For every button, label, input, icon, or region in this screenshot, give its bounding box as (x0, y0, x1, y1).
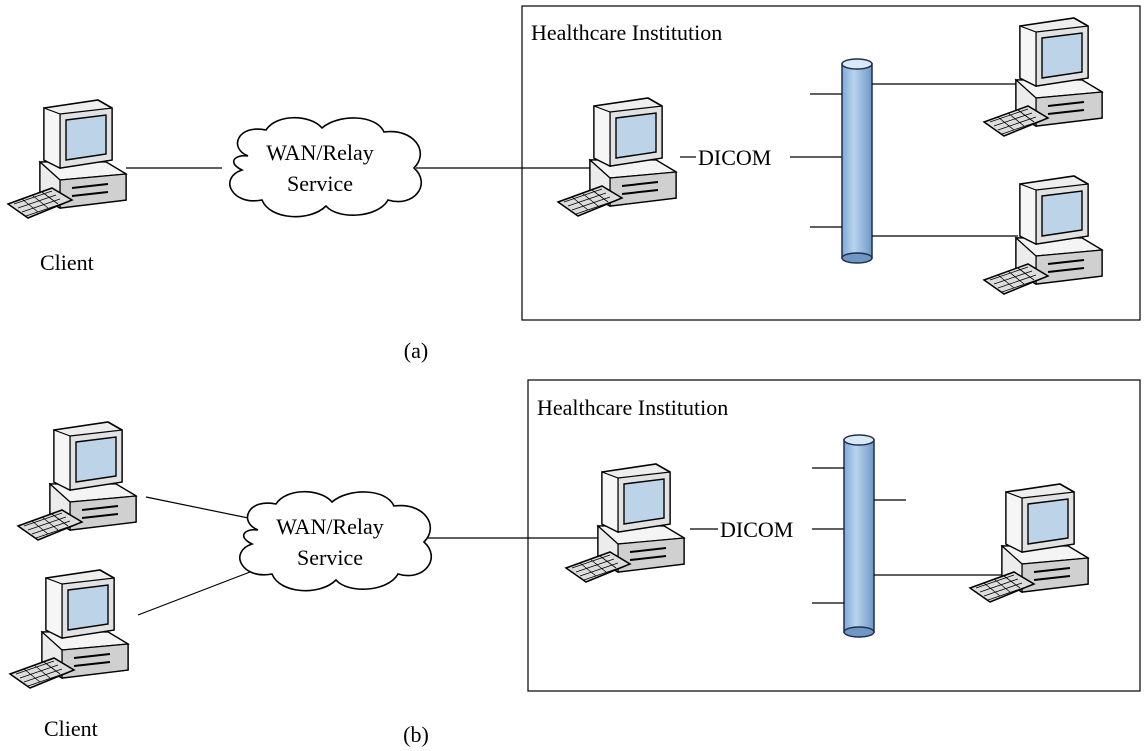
client-label-b: Client (44, 716, 98, 741)
cloud-label-line1-a: WAN/Relay (266, 140, 374, 165)
panel-b: Healthcare Institution Client WAN/Relay … (9, 379, 1141, 747)
cloud-label-line1-b: WAN/Relay (276, 514, 384, 539)
caption-b: (b) (403, 722, 429, 747)
wan-relay-cloud-icon-b (239, 490, 433, 592)
institution-box-b (527, 379, 1141, 692)
gateway-computer-icon-b (565, 463, 685, 583)
client-label-a: Client (40, 250, 94, 275)
caption-a: (a) (404, 338, 428, 363)
workstation-computer-icon-a-2 (983, 175, 1103, 295)
workstation-computer-icon-a-1 (983, 17, 1103, 137)
wan-relay-cloud-icon-a (229, 116, 423, 218)
cloud-label-line2-b: Service (297, 545, 363, 570)
network-backbone-icon-a (841, 58, 873, 264)
link-client2-cloud-b (137, 571, 251, 616)
workstation-computer-icon-b (969, 483, 1089, 603)
dicom-label-b: DICOM (720, 517, 793, 542)
link-client1-cloud-b (145, 496, 259, 521)
institution-label-a: Healthcare Institution (531, 20, 722, 45)
panel-a: Healthcare Institution Client WAN/Relay … (7, 5, 1141, 363)
dicom-label-a: DICOM (698, 145, 771, 170)
client-computer-icon-b-2 (9, 569, 129, 689)
client-computer-icon-a (7, 99, 127, 219)
cloud-label-line2-a: Service (287, 171, 353, 196)
institution-label-b: Healthcare Institution (537, 395, 728, 420)
network-backbone-icon-b (843, 434, 875, 638)
institution-box-a (521, 5, 1141, 321)
gateway-computer-icon-a (557, 97, 677, 217)
client-computer-icon-b-1 (17, 421, 137, 541)
